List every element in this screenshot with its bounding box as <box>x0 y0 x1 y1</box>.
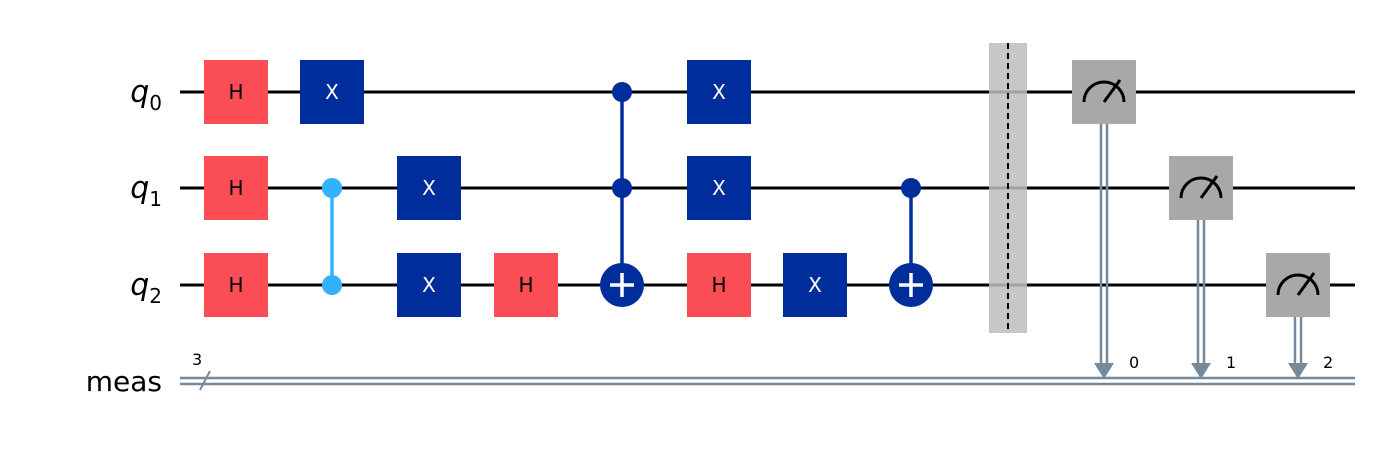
cz-control-dot <box>322 275 342 295</box>
meter-icon-arc <box>1179 176 1223 199</box>
h-gate-label: H <box>228 273 243 297</box>
measure-gate: 1 <box>1169 156 1236 379</box>
x-gate-label: X <box>712 176 726 200</box>
h-gate: H <box>494 253 558 317</box>
measure-gate: 0 <box>1072 60 1139 379</box>
x-gate-box <box>300 60 364 124</box>
measure-arrowhead <box>1288 363 1308 379</box>
x-gate-label: X <box>712 80 726 104</box>
cz-gate <box>322 178 342 295</box>
wires-layer <box>180 90 1355 391</box>
x-gate-label: X <box>808 273 822 297</box>
measure-box <box>1266 253 1330 317</box>
x-gate-box <box>687 156 751 220</box>
classical-bundle-slash <box>199 370 211 391</box>
x-gate: X <box>397 156 461 220</box>
x-gate: X <box>300 60 364 124</box>
ccx-gate <box>600 82 644 307</box>
x-gate: X <box>687 156 751 220</box>
measure-clbit-label: 2 <box>1323 353 1333 372</box>
measure-box <box>1072 60 1136 124</box>
x-gate-box <box>397 156 461 220</box>
qubit-label-q2: q2 <box>130 268 162 308</box>
x-gate-box <box>397 253 461 317</box>
meter-icon-needle <box>1199 175 1219 199</box>
measure-arrowhead <box>1191 363 1211 379</box>
h-gate-label: H <box>711 273 726 297</box>
gates-layer: H H H X X X H X X H X 0 1 2 <box>204 43 1333 379</box>
h-gate: H <box>204 253 268 317</box>
x-gate-label: X <box>325 80 339 104</box>
qubit-label-q1: q1 <box>130 171 162 211</box>
measure-gate: 2 <box>1266 253 1333 379</box>
labels-layer: q0 q1 q2 meas 3 <box>86 75 202 398</box>
h-gate-box <box>204 253 268 317</box>
x-gate-label: X <box>422 176 436 200</box>
measure-arrowhead <box>1094 363 1114 379</box>
qubit-label-q0: q0 <box>130 75 162 115</box>
measure-clbit-label: 1 <box>1226 353 1236 372</box>
h-gate-label: H <box>518 273 533 297</box>
cx-control-dot <box>901 178 921 198</box>
measure-clbit-label: 0 <box>1129 353 1139 372</box>
ccx-control-dot <box>612 178 632 198</box>
h-gate-box <box>204 156 268 220</box>
h-gate-label: H <box>228 80 243 104</box>
meter-icon-arc <box>1276 273 1320 296</box>
classical-register-label: meas <box>86 365 162 398</box>
measure-box <box>1169 156 1233 220</box>
x-gate-label: X <box>422 273 436 297</box>
cx-gate <box>889 178 933 307</box>
meter-icon-needle <box>1296 272 1316 296</box>
ccx-control-dot <box>612 82 632 102</box>
h-gate: H <box>204 60 268 124</box>
x-gate-box <box>783 253 847 317</box>
h-gate-box <box>204 60 268 124</box>
h-gate: H <box>687 253 751 317</box>
meter-icon-arc <box>1082 80 1126 103</box>
h-gate-box <box>687 253 751 317</box>
h-gate-box <box>494 253 558 317</box>
meter-icon-needle <box>1102 79 1122 103</box>
h-gate-label: H <box>228 176 243 200</box>
x-gate-box <box>687 60 751 124</box>
classical-register-width: 3 <box>192 350 202 369</box>
x-gate: X <box>397 253 461 317</box>
x-gate: X <box>687 60 751 124</box>
cz-control-dot <box>322 178 342 198</box>
barrier <box>989 43 1027 333</box>
x-gate: X <box>783 253 847 317</box>
h-gate: H <box>204 156 268 220</box>
